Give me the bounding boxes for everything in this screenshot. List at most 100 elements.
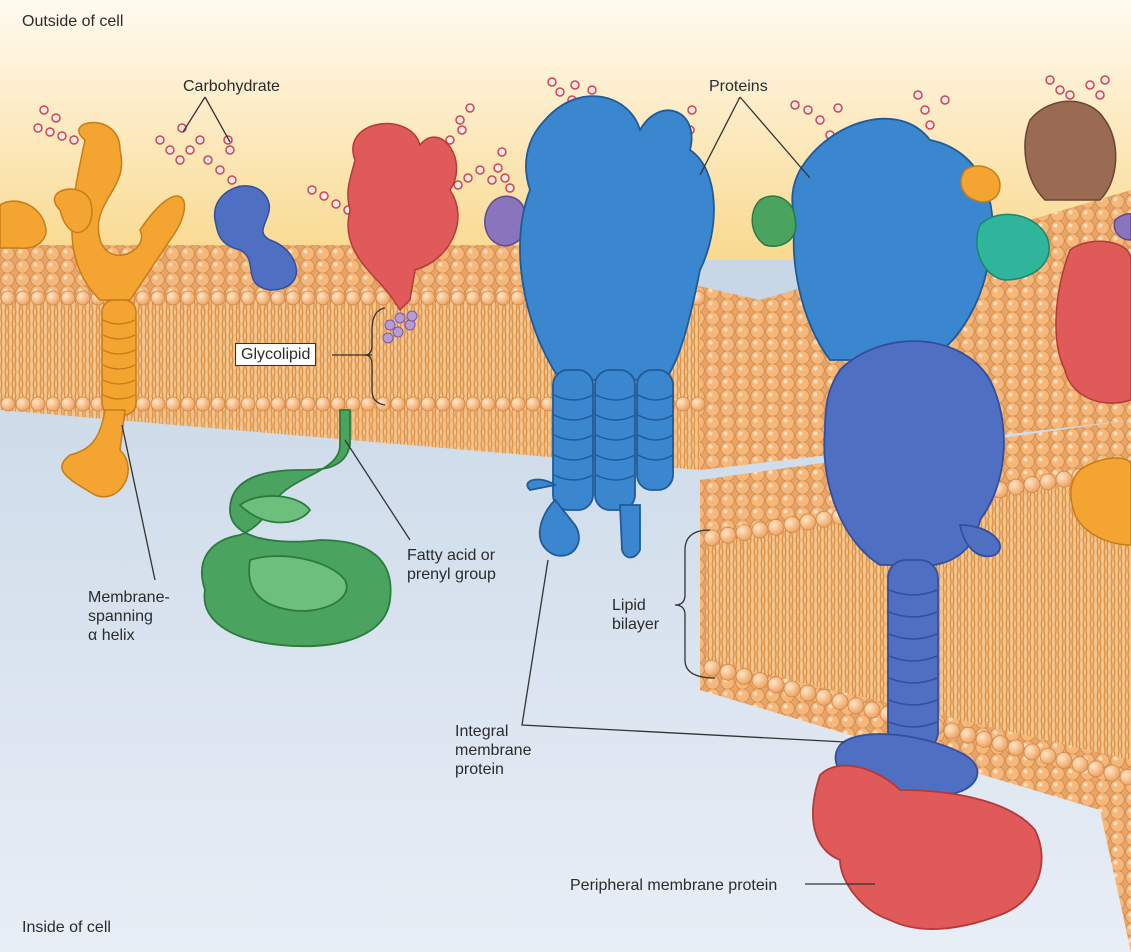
lipid-head xyxy=(300,396,316,412)
orange-protein-right xyxy=(1070,457,1131,546)
lipid-head xyxy=(480,396,496,412)
carbohydrate-bead xyxy=(555,87,565,97)
carbohydrate-bead xyxy=(307,185,317,195)
lipid-head xyxy=(45,396,61,412)
lipid-head xyxy=(405,396,421,412)
carbohydrate-bead xyxy=(920,105,930,115)
carbohydrate-bead xyxy=(493,163,503,173)
lipid-head xyxy=(465,290,481,306)
lipid-head xyxy=(300,290,316,306)
lipid-head xyxy=(75,290,91,306)
lipid-head xyxy=(719,526,737,544)
lipid-head xyxy=(815,510,833,528)
carbohydrate-bead xyxy=(487,175,497,185)
carbohydrate-bead xyxy=(453,180,463,190)
lipid-head xyxy=(1055,470,1073,488)
peripheral-membrane-protein xyxy=(812,764,1043,930)
carbohydrate-bead xyxy=(913,90,923,100)
red-peripheral-protein-top xyxy=(347,122,459,312)
lipid-head xyxy=(15,396,31,412)
lipid-head xyxy=(330,290,346,306)
lipid-head xyxy=(450,290,466,306)
outside-of-cell-label: Outside of cell xyxy=(22,13,124,30)
lipid-head xyxy=(150,290,166,306)
lipid-head xyxy=(225,396,241,412)
green-lipid-anchored-protein xyxy=(201,409,392,648)
lipid-head xyxy=(1071,756,1089,774)
inside-of-cell-label: Inside of cell xyxy=(22,919,111,936)
carbohydrate-bead xyxy=(203,155,213,165)
integral-membrane-protein-label: Integral membrane protein xyxy=(455,723,532,778)
carbohydrate-bead xyxy=(465,103,475,113)
lipid-head xyxy=(815,689,833,706)
lipid-head xyxy=(195,290,211,306)
lipid-head xyxy=(719,663,737,681)
lipid-head xyxy=(847,697,865,715)
carbohydrate-bead xyxy=(1085,80,1095,90)
lipid-head xyxy=(1103,764,1121,782)
carbohydrate-bead xyxy=(445,135,455,145)
carbohydrate-bead xyxy=(1055,85,1065,95)
carbohydrate-bead xyxy=(587,85,597,95)
blue-integral-protein xyxy=(519,95,715,559)
carbohydrate-chains xyxy=(33,75,1110,215)
lipid-head xyxy=(1119,768,1131,786)
carbohydrate-bead xyxy=(215,165,225,175)
purple-protein-right-edge xyxy=(1113,213,1131,241)
lipid-head xyxy=(435,396,451,412)
lipid-head xyxy=(210,396,226,412)
lipid-head xyxy=(767,676,785,694)
orange-membrane-spanning-protein xyxy=(53,121,186,498)
lipid-head xyxy=(285,396,301,412)
carbohydrate-bead xyxy=(803,105,813,115)
lipid-head xyxy=(735,524,753,542)
glycolipid-head xyxy=(382,310,418,344)
lipid-head xyxy=(165,290,181,306)
glycolipid-label: Glycolipid xyxy=(235,343,317,366)
lipid-head xyxy=(690,396,706,412)
lipid-head xyxy=(270,290,286,306)
lipid-head xyxy=(195,396,211,412)
carbohydrate-bead xyxy=(331,199,341,209)
lipid-head xyxy=(45,290,61,306)
lipid-head xyxy=(703,659,721,677)
lipid-head xyxy=(330,396,346,412)
lipid-head xyxy=(465,396,481,412)
lipid-head xyxy=(135,290,151,306)
lipid-head xyxy=(975,731,993,748)
lipid-bilayer-label: Lipid bilayer xyxy=(612,597,660,633)
lipid-head xyxy=(751,672,769,690)
carbohydrate-bead xyxy=(155,135,165,145)
lipid-head xyxy=(135,396,151,412)
carbohydrate-bead xyxy=(45,127,55,137)
lipid-head xyxy=(435,290,451,306)
lipid-head xyxy=(1055,752,1073,769)
lipid-head xyxy=(510,396,526,412)
carbohydrate-bead xyxy=(69,135,79,145)
lipid-head xyxy=(799,513,817,531)
lipid-head xyxy=(255,290,271,306)
lipid-head xyxy=(510,290,526,306)
lipid-head xyxy=(943,722,961,740)
carbohydrate-bead xyxy=(940,95,950,105)
teal-protein xyxy=(976,213,1050,281)
lipid-head xyxy=(495,396,511,412)
orange-protein-left-edge xyxy=(0,200,47,249)
lipid-head xyxy=(1039,473,1057,491)
lipid-head xyxy=(285,290,301,306)
lipid-head xyxy=(831,693,849,711)
lipid-head xyxy=(75,396,91,412)
lipid-head xyxy=(390,396,406,412)
lipid-head xyxy=(675,396,691,412)
navy-small-protein xyxy=(214,185,298,291)
carbohydrate-bead xyxy=(195,135,205,145)
carbohydrate-bead xyxy=(185,145,195,155)
brown-protein xyxy=(1024,100,1117,201)
lipid-head xyxy=(360,290,376,306)
lipid-head xyxy=(180,290,196,306)
lipid-head xyxy=(420,290,436,306)
carbohydrate-bead xyxy=(463,173,473,183)
carbohydrate-bead xyxy=(505,183,515,193)
lipid-head xyxy=(0,396,16,412)
